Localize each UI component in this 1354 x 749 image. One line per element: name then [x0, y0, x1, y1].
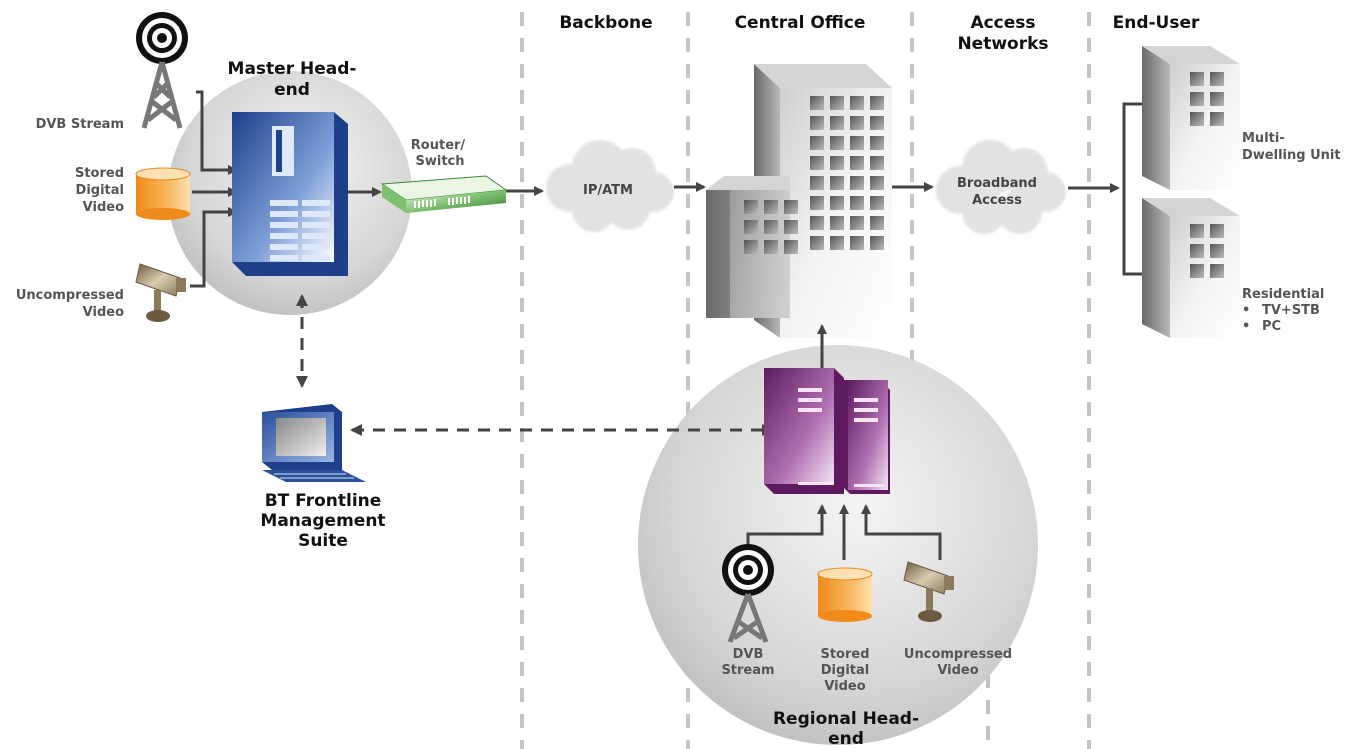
header-access-line2: Networks: [957, 34, 1048, 54]
header-end-user: End-User: [1113, 13, 1200, 33]
master-uncompressed-label-1: Uncompressed: [16, 288, 124, 303]
router-label-2: Switch: [415, 154, 464, 169]
header-access-line1: Access: [970, 13, 1035, 33]
management-label-3: Suite: [298, 531, 348, 551]
router-label-1: Router/: [411, 138, 466, 153]
mdu-building-icon: [1142, 46, 1240, 190]
central-office-building-icon: [706, 64, 892, 338]
management-label-2: Management: [260, 511, 385, 531]
master-headend-title-line1: Master Head-: [228, 59, 357, 79]
broadband-access-cloud-icon: [936, 140, 1066, 234]
master-headend-title-line2: end: [274, 80, 310, 100]
regional-stored-label-3: Video: [824, 679, 865, 694]
regional-dvb-tower-icon: [722, 544, 774, 643]
master-server-icon: [232, 112, 348, 276]
management-label-1: BT Frontline: [265, 491, 382, 511]
master-stored-label-1: Stored: [75, 166, 124, 181]
regional-camera-icon: [903, 561, 954, 622]
residential-building-icon: [1142, 198, 1240, 338]
broadband-label-2: Access: [972, 193, 1022, 208]
management-computer-icon: [262, 404, 366, 482]
regional-server-icon: [764, 368, 890, 494]
ip-atm-cloud-icon: [546, 140, 674, 232]
broadband-label-1: Broadband: [957, 176, 1037, 191]
mdu-label-2: Dwelling Unit: [1242, 148, 1341, 163]
regional-storage-cylinder-icon: [817, 567, 873, 622]
regional-headend-circle: [638, 345, 1038, 745]
master-stored-label-2: Digital: [76, 183, 124, 198]
regional-headend-title-line2: end: [828, 729, 864, 749]
regional-uncompressed-label-2: Video: [937, 663, 978, 678]
header-central-office: Central Office: [735, 13, 866, 33]
master-uncompressed-label-2: Video: [83, 305, 124, 320]
dvb-tower-icon: [136, 12, 188, 129]
management-links: [296, 294, 774, 436]
residential-bullet-1: •: [1242, 303, 1250, 318]
ip-atm-label: IP/ATM: [583, 183, 633, 198]
residential-bullet-2: •: [1242, 319, 1250, 334]
storage-cylinder-icon: [135, 167, 191, 220]
regional-dvb-label-1: DVB: [733, 647, 764, 662]
router-switch-icon: [380, 175, 508, 213]
master-dvb-label: DVB Stream: [36, 117, 124, 132]
regional-stored-label-1: Stored: [820, 647, 869, 662]
regional-stored-label-2: Digital: [821, 663, 869, 678]
regional-headend-title-line1: Regional Head-: [773, 709, 919, 729]
header-backbone: Backbone: [559, 13, 652, 33]
residential-item-tv-stb: TV+STB: [1262, 303, 1320, 318]
master-stored-label-3: Video: [83, 200, 124, 215]
mdu-label-1: Multi-: [1242, 131, 1285, 146]
regional-dvb-label-2: Stream: [721, 663, 774, 678]
master-input-arrows: [190, 90, 238, 288]
residential-label: Residential: [1242, 287, 1324, 302]
section-headers: Backbone Central Office Access Networks …: [559, 13, 1200, 54]
residential-item-pc: PC: [1262, 319, 1281, 334]
regional-uncompressed-label-1: Uncompressed: [904, 647, 1012, 662]
camera-icon: [135, 263, 186, 322]
